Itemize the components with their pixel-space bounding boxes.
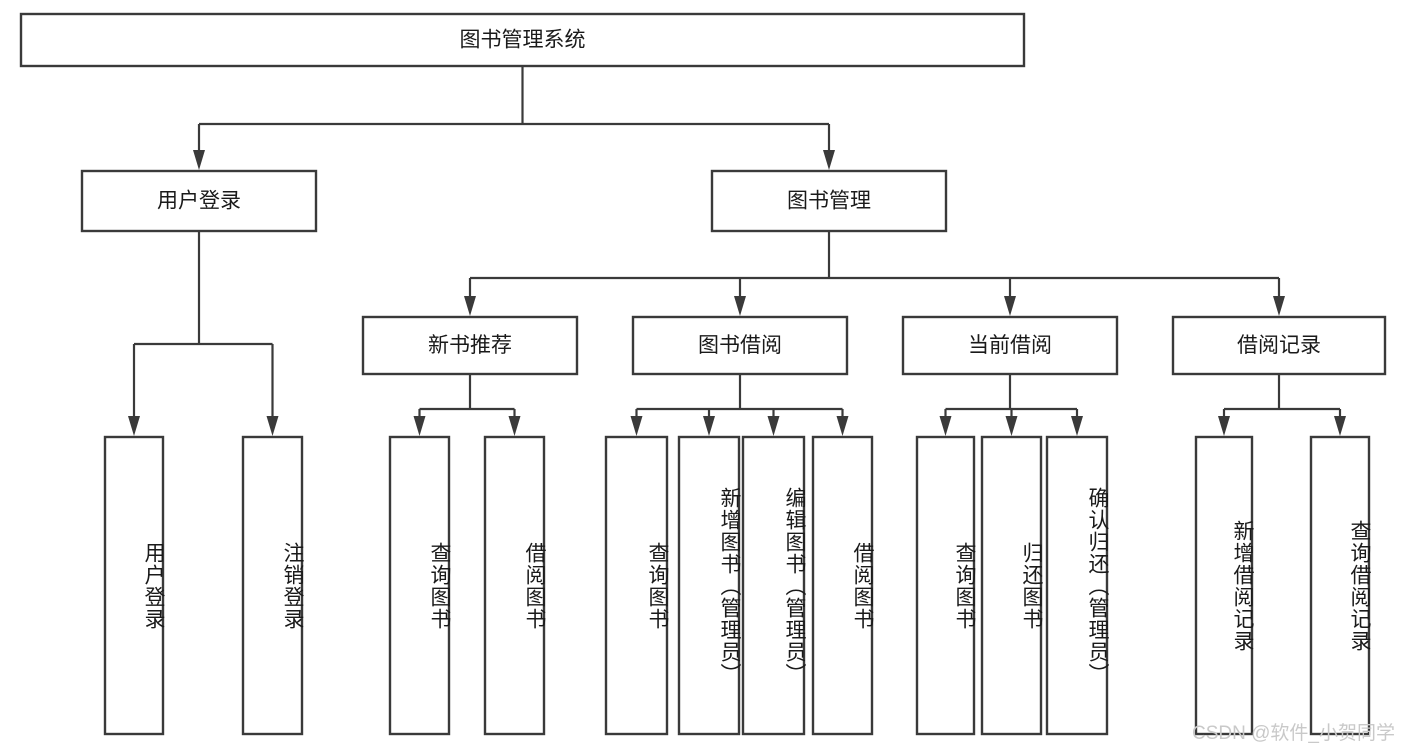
node-box-book-borrow bbox=[631, 315, 849, 376]
node-box-leaf-add-book bbox=[677, 435, 741, 736]
arrow-head bbox=[836, 416, 849, 436]
node-box-leaf-edit-book bbox=[741, 435, 806, 736]
node-box-user-login bbox=[80, 169, 318, 233]
arrow-head bbox=[630, 416, 643, 436]
arrow-head bbox=[734, 296, 746, 316]
node-box-leaf-query-record bbox=[1309, 435, 1371, 736]
node-box-leaf-query-book-rec bbox=[388, 435, 451, 736]
node-box-leaf-borrow-book bbox=[811, 435, 874, 736]
node-label-root: 图书管理系统 bbox=[460, 29, 586, 52]
connectors-layer bbox=[128, 67, 1346, 436]
node-label-current-borrow: 当前借阅 bbox=[968, 334, 1052, 357]
arrow-head bbox=[266, 416, 279, 436]
node-boxes-layer bbox=[19, 12, 1387, 736]
node-label-new-book-rec: 新书推荐 bbox=[428, 334, 512, 357]
arrow-head bbox=[413, 416, 426, 436]
arrow-head bbox=[823, 150, 835, 170]
node-box-leaf-query-book-borrow bbox=[604, 435, 669, 736]
node-box-current-borrow bbox=[901, 315, 1119, 376]
arrow-head bbox=[1004, 296, 1016, 316]
arrow-head bbox=[128, 416, 140, 436]
arrow-head bbox=[1005, 416, 1018, 436]
arrow-head bbox=[1071, 416, 1083, 436]
node-box-leaf-query-book-cur bbox=[915, 435, 976, 736]
arrow-head bbox=[508, 416, 521, 436]
node-label-user-login: 用户登录 bbox=[157, 190, 241, 213]
node-box-root bbox=[19, 12, 1026, 68]
arrow-head bbox=[464, 296, 476, 316]
node-box-leaf-return-book bbox=[980, 435, 1043, 736]
arrow-head bbox=[1334, 416, 1346, 436]
node-box-leaf-borrow-book-rec bbox=[483, 435, 546, 736]
node-box-leaf-add-record bbox=[1194, 435, 1254, 736]
arrow-head bbox=[939, 416, 952, 436]
node-label-book-manage: 图书管理 bbox=[787, 190, 871, 213]
node-box-leaf-logout bbox=[241, 435, 304, 736]
arrow-head bbox=[703, 416, 715, 436]
node-box-leaf-confirm-return bbox=[1045, 435, 1109, 736]
node-label-borrow-record: 借阅记录 bbox=[1237, 334, 1321, 357]
node-box-leaf-user-login bbox=[103, 435, 165, 736]
node-box-book-manage bbox=[710, 169, 948, 233]
arrow-head bbox=[1218, 416, 1230, 436]
node-label-book-borrow: 图书借阅 bbox=[698, 334, 782, 357]
arrow-head bbox=[193, 150, 205, 170]
node-box-borrow-record bbox=[1171, 315, 1387, 376]
arrow-head bbox=[1273, 296, 1285, 316]
node-box-new-book-rec bbox=[361, 315, 579, 376]
arrow-head bbox=[767, 416, 780, 436]
